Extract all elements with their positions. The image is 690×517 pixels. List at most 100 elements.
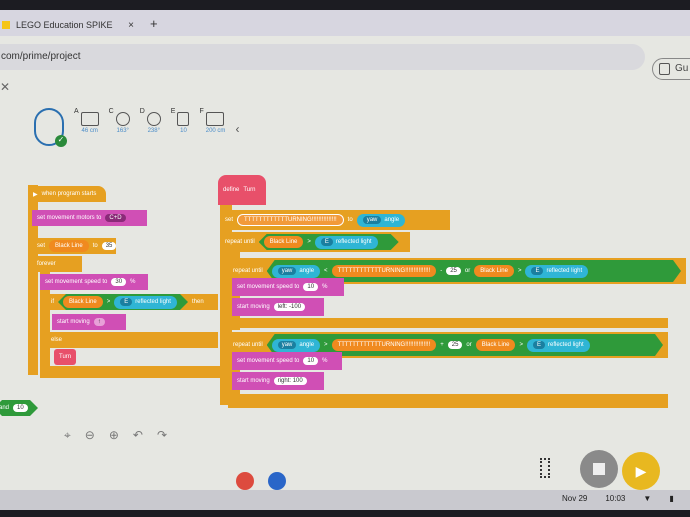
port-letter: D [139, 108, 145, 115]
block-label: then [192, 299, 204, 305]
port-dropdown[interactable]: E [533, 341, 545, 349]
steering-input[interactable]: left: -100 [273, 303, 306, 311]
hub-icon[interactable] [34, 108, 67, 147]
distance-sensor-icon [205, 112, 224, 126]
port-dropdown[interactable]: E [531, 267, 543, 275]
undo-icon[interactable]: ↶ [132, 428, 143, 442]
play-button[interactable]: ▶ [622, 452, 660, 490]
value-input[interactable]: 35 [101, 242, 117, 250]
port-value: 238° [147, 128, 160, 134]
value-input[interactable]: 25 [448, 341, 463, 349]
steering-input[interactable]: right: 100 [273, 377, 307, 385]
hub-selector-icon[interactable] [540, 458, 550, 478]
new-tab-button[interactable]: + [150, 16, 158, 31]
variable-reporter[interactable]: TTTTTTTTTTTTURNING!!!!!!!!!!!!!!! [332, 265, 437, 277]
value-input[interactable]: 25 [446, 267, 461, 275]
chrome-icon[interactable] [236, 472, 254, 490]
block-label: Turn [59, 354, 72, 360]
zoom-out-icon[interactable]: ⊖ [84, 428, 95, 442]
recenter-icon[interactable]: ⌖ [64, 428, 71, 442]
block-label: start moving [237, 304, 270, 310]
address-bar[interactable]: com/prime/project [0, 44, 645, 70]
variable-reporter[interactable]: Black Line [476, 339, 516, 351]
port-dropdown[interactable]: E [321, 238, 333, 246]
browser-tab[interactable]: LEGO Education SPIKE × [0, 14, 160, 36]
block-label: % [130, 279, 136, 285]
wifi-icon: ▼ [643, 494, 652, 503]
stop-button[interactable] [580, 450, 618, 488]
variable-reporter[interactable]: TTTTTTTTTTTTURNING!!!!!!!!!!!!!!! [332, 339, 437, 351]
close-icon[interactable]: ✕ [0, 80, 11, 94]
speed-input[interactable]: 10 [303, 357, 319, 365]
forever-spine [40, 270, 50, 378]
block-label: if [51, 299, 54, 305]
speed-input[interactable]: 10 [303, 283, 319, 291]
zoom-in-icon[interactable]: ⊕ [108, 428, 119, 442]
block-label: start moving [237, 378, 270, 384]
when-program-starts-block[interactable]: ▶ when program starts [28, 186, 106, 202]
operator-label: - [440, 268, 443, 274]
start-moving-block[interactable]: start moving↑ [52, 314, 126, 330]
variable-reporter[interactable]: Black Line [264, 236, 304, 248]
port-d[interactable]: D 238° [140, 108, 161, 134]
axis-dropdown[interactable]: yaw [362, 216, 382, 224]
block-label: set [37, 243, 46, 249]
block-label: reflected light [547, 342, 584, 348]
variable-dropdown[interactable]: TTTTTTTTTTTTURNING!!!!!!!!!!!!!!! [237, 214, 344, 226]
forever-block[interactable]: forever [32, 256, 82, 272]
collapse-chevron-icon[interactable]: ‹ [235, 122, 240, 136]
guest-profile-button[interactable]: Gu [652, 58, 690, 80]
block-label: or [464, 268, 471, 274]
call-turn-block[interactable]: Turn [54, 349, 76, 365]
tab-title: LEGO Education SPIKE [16, 20, 113, 30]
value-input[interactable]: 10 [13, 404, 28, 412]
port-value: 46 cm [81, 128, 98, 134]
redo-icon[interactable]: ↷ [156, 428, 168, 442]
motors-dropdown[interactable]: C+D [105, 214, 126, 222]
block-label: angle [299, 342, 315, 348]
direction-dropdown[interactable]: ↑ [93, 318, 105, 326]
variable-dropdown[interactable]: Black Line [49, 240, 89, 252]
speed-input[interactable]: 30 [111, 278, 127, 286]
port-dropdown[interactable]: E [120, 298, 132, 306]
variable-reporter[interactable]: Black Line [63, 296, 103, 308]
port-value: 200 cm [205, 128, 226, 134]
axis-dropdown[interactable]: yaw [278, 341, 297, 349]
profile-icon [659, 63, 670, 75]
block-label: set movement speed to [237, 358, 300, 364]
close-tab-icon[interactable]: × [128, 19, 134, 31]
files-icon[interactable] [268, 472, 286, 490]
axis-dropdown[interactable]: yaw [278, 267, 297, 275]
variable-reporter[interactable]: Black Line [474, 265, 514, 277]
operator-label: + [440, 342, 444, 348]
